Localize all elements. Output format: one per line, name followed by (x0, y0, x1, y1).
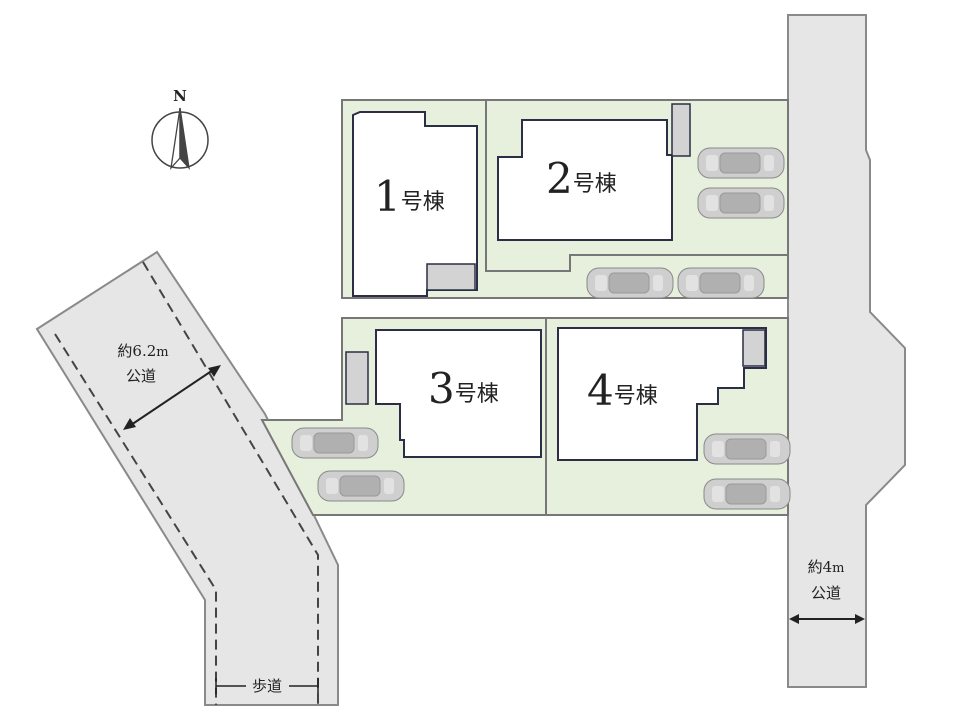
left-road-arrow-head-right-icon (208, 365, 221, 377)
right-road-width-label: 約4m (808, 558, 845, 576)
left-road-type-label: 公道 (126, 367, 156, 385)
left-road-width-label: 約6.2m (117, 342, 168, 360)
compass-needle-dark-icon (179, 107, 190, 171)
parked-car-icon (677, 267, 765, 299)
right-road-type-label: 公道 (811, 584, 841, 602)
parked-car-icon (317, 470, 405, 502)
left-road-dashed-line-left (54, 333, 217, 705)
left-road-width-arrow-line (127, 367, 217, 428)
parked-car-icon (703, 433, 791, 465)
right-road (787, 14, 906, 688)
building-3-label: 3号棟 (428, 364, 499, 413)
building-1-label: 1号棟 (374, 172, 445, 221)
left-road (35, 250, 339, 706)
parked-car-icon (697, 147, 785, 179)
building-2-footprint (497, 119, 673, 241)
left-road-arrow-head-left-icon (123, 418, 136, 430)
left-road-width-value: 約6.2 (117, 342, 156, 360)
compass-north-label: N (173, 87, 187, 105)
right-road-width-unit: m (832, 561, 844, 576)
left-road-width-unit: m (156, 345, 168, 360)
building-4-suffix: 号棟 (614, 384, 658, 409)
building-1-suffix: 号棟 (401, 190, 445, 215)
building-labels: 1号棟 2号棟 3号棟 4号棟 (374, 154, 658, 415)
building-2-annex (671, 103, 691, 157)
building-4-annex (742, 329, 766, 367)
right-road-arrow-head-right-icon (855, 614, 865, 624)
building-1-annex (426, 263, 476, 291)
sidewalk-label: 歩道 (252, 677, 282, 695)
parked-car-icon (697, 187, 785, 219)
building-2-suffix: 号棟 (573, 172, 617, 197)
parked-car-icon (586, 267, 674, 299)
building-3-annex (345, 351, 369, 405)
right-road-width-value: 約4 (808, 558, 833, 576)
sidewalk-annotation: 歩道 (215, 677, 319, 695)
building-3-number: 3 (428, 364, 455, 413)
building-3-suffix: 号棟 (455, 382, 499, 407)
parked-car-icon (291, 427, 379, 459)
building-1-number: 1 (374, 172, 401, 221)
building-4-number: 4 (587, 366, 614, 415)
parked-car-icon (703, 478, 791, 510)
right-road-arrow-head-left-icon (789, 614, 799, 624)
left-road-dashed-line-right (142, 261, 319, 705)
right-road-annotation: 約4m 公道 (789, 558, 865, 624)
building-3-footprint (375, 329, 542, 458)
building-2-label: 2号棟 (546, 154, 617, 203)
building-4-footprint (557, 327, 767, 461)
parked-cars (291, 147, 791, 510)
building-footprints (352, 111, 767, 461)
annexes (345, 103, 766, 405)
building-2-number: 2 (546, 154, 573, 203)
north-compass: N (151, 87, 209, 171)
left-road-annotation: 約6.2m 公道 (117, 342, 221, 430)
building-4-label: 4号棟 (587, 366, 658, 415)
